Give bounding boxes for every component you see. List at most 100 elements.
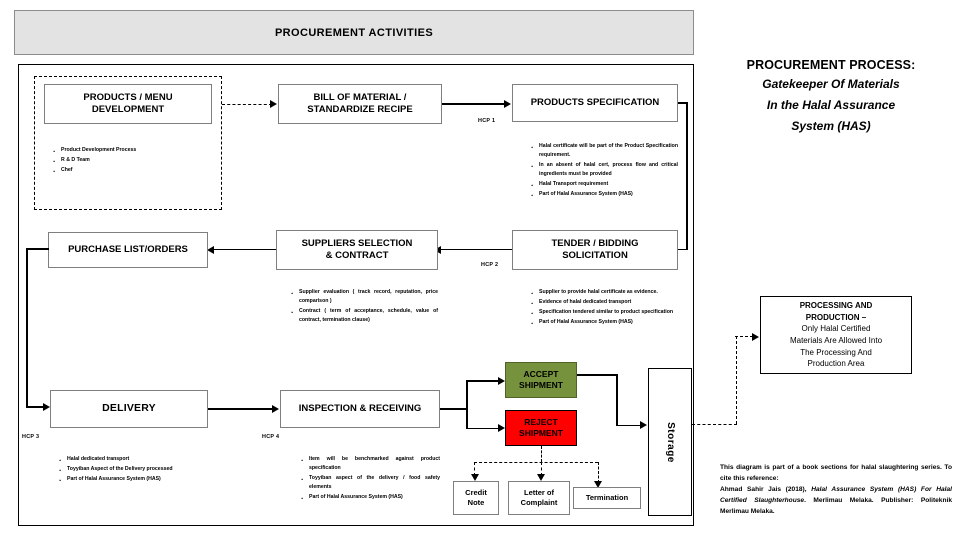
storage-label: Storage (664, 421, 676, 463)
arrowhead-right (498, 376, 505, 385)
connector-into-storage (616, 424, 643, 427)
connector-suppliers-to-purchase (212, 248, 276, 251)
bullet-item: Evidence of halal dedicated transport (531, 297, 678, 311)
arrowhead-right (272, 404, 279, 413)
arrowhead-right (270, 100, 277, 108)
connector-inspection-out (440, 408, 468, 410)
node-suppliers-selection[interactable]: SUPPLIERS SELECTION & CONTRACT (276, 230, 438, 270)
connector-branch-accept (466, 380, 501, 382)
suppliers-line2: & CONTRACT (325, 250, 389, 261)
arrowhead-down (594, 481, 602, 488)
connector-into-tender (672, 248, 687, 251)
arrowhead-right (504, 99, 511, 108)
accept-line2: SHIPMENT (519, 380, 563, 390)
node-products-specification[interactable]: PRODUCTS SPECIFICATION (512, 84, 678, 122)
accept-line1: ACCEPT (523, 369, 559, 380)
connector-reject-down (540, 446, 542, 462)
node-credit-note[interactable]: Credit Note (453, 481, 499, 515)
arrowhead-left (207, 245, 214, 254)
citation-intro: This diagram is part of a book sections … (720, 464, 952, 482)
hcp4-label: HCP 4 (262, 434, 280, 440)
title-line1: PROCUREMENT PROCESS: (746, 58, 916, 72)
delivery-line1: DELIVERY (102, 402, 156, 415)
node-inspection-receiving[interactable]: INSPECTION & RECEIVING (280, 390, 440, 428)
node-delivery[interactable]: DELIVERY (50, 390, 208, 428)
banner-title: PROCUREMENT ACTIVITIES (274, 26, 434, 39)
reject-line2: SHIPMENT (519, 428, 563, 438)
node-purchase-list-orders[interactable]: PURCHASE LIST/ORDERS (48, 232, 208, 268)
hcp2-label: HCP 2 (481, 262, 499, 268)
title-line3: In the Halal Assurance (766, 98, 896, 112)
bullet-item: Part of Halal Assurance System (HAS) (301, 492, 440, 506)
bom-line1: BILL OF MATERIAL / (313, 92, 407, 104)
inspection-bullets: Item will be benchmarked against product… (300, 454, 440, 507)
reject-line1: REJECT (524, 417, 558, 428)
processing-body-line1: Only Halal Certified (801, 324, 871, 334)
termination-line1: Termination (585, 493, 629, 503)
bullet-item: Halal certificate will be part of the Pr… (531, 141, 678, 160)
tender-bidding-bullets: Supplier to provide halal certificate as… (530, 287, 678, 331)
products-menu-label: PRODUCTS / MENU DEVELOPMENT (75, 92, 180, 116)
hcp1-label: HCP 1 (478, 118, 496, 124)
tender-line2: SOLICITATION (562, 250, 628, 261)
node-termination[interactable]: Termination (573, 487, 641, 509)
connector-purchase-left (26, 248, 49, 250)
node-processing-and-production[interactable]: PROCESSING AND PRODUCTION – Only Halal C… (760, 296, 912, 374)
credit-note-line2: Note (467, 498, 485, 507)
purchase-list-line1: PURCHASE LIST/ORDERS (68, 244, 188, 256)
node-reject-shipment[interactable]: REJECT SHIPMENT (505, 410, 577, 446)
processing-heading-line2: PRODUCTION – (805, 312, 867, 322)
connector-to-letter (540, 462, 542, 476)
connector-purchase-down (26, 248, 28, 407)
spec-line1: PRODUCTS SPECIFICATION (530, 97, 660, 109)
node-accept-shipment[interactable]: ACCEPT SHIPMENT (505, 362, 577, 398)
connector-into-delivery (26, 406, 45, 408)
node-letter-of-complaint[interactable]: Letter of Complaint (508, 481, 570, 515)
bullet-item: Toyyiban Aspect of the Delivery processe… (59, 464, 203, 478)
bullet-item: Halal Transport requirement (531, 179, 678, 193)
products-menu-bullets: Product Development Process R & D Team C… (52, 145, 202, 179)
arrowhead-down (537, 474, 545, 481)
inspection-line1: INSPECTION & RECEIVING (298, 403, 422, 415)
products-menu-group (34, 76, 222, 210)
bullet-item: Part of Halal Assurance System (HAS) (531, 317, 678, 331)
credit-note-line1: Credit (465, 488, 487, 498)
connector-storage-up (735, 336, 737, 424)
bullet-item: Part of Halal Assurance System (HAS) (531, 189, 678, 203)
connector-bom-to-spec (442, 103, 507, 105)
bullet-item: Supplier to provide halal certificate as… (531, 287, 678, 301)
arrowhead-right (43, 403, 50, 411)
arrowhead-right (752, 332, 759, 341)
arrowhead-right (640, 421, 647, 429)
connector-to-credit-note (474, 462, 475, 476)
tender-line1: TENDER / BIDDING (551, 238, 639, 250)
products-menu-line1: PRODUCTS / MENU (83, 92, 173, 104)
node-products-menu-development[interactable]: PRODUCTS / MENU DEVELOPMENT (44, 84, 212, 124)
arrowhead-down (470, 474, 479, 481)
connector-accept-down (616, 374, 618, 426)
bom-line2: STANDARDIZE RECIPE (307, 104, 413, 115)
products-menu-line2: DEVELOPMENT (91, 104, 165, 115)
suppliers-selection-bullets: Supplier evaluation ( track record, repu… (290, 287, 438, 326)
bullet-item: Supplier evaluation ( track record, repu… (291, 287, 438, 306)
title-line4: System (HAS) (791, 119, 871, 133)
processing-heading-line1: PROCESSING AND (799, 301, 873, 311)
connector-branch-reject (466, 427, 501, 430)
connector-accept-right (577, 374, 618, 376)
delivery-bullets: Halal dedicated transport Toyyiban Aspec… (58, 454, 203, 488)
citation-note: This diagram is part of a book sections … (720, 463, 952, 517)
bullet-item: Contract ( term of acceptance, schedule,… (291, 306, 438, 325)
citation-tail: . Merlimau Melaka. Publisher: Politeknik… (720, 496, 952, 515)
citation-title: Halal Assurance System (HAS) For Halal C… (720, 485, 952, 504)
node-tender-bidding[interactable]: TENDER / BIDDING SOLICITATION (512, 230, 678, 270)
right-panel-title: PROCUREMENT PROCESS: Gatekeeper Of Mater… (706, 58, 956, 135)
connector-tender-to-suppliers (438, 248, 512, 251)
node-storage[interactable]: Storage (648, 368, 692, 516)
hcp3-label: HCP 3 (22, 434, 40, 440)
bullet-item: Toyyiban aspect of the delivery / food s… (301, 473, 440, 492)
processing-body-line2: Materials Are Allowed Into (789, 336, 883, 345)
connector-branch-vertical (466, 380, 468, 429)
node-bill-of-material[interactable]: BILL OF MATERIAL / STANDARDIZE RECIPE (278, 84, 442, 124)
processing-body-line3: The Processing And (800, 347, 872, 357)
processing-body-line4: Production Area (807, 359, 865, 369)
